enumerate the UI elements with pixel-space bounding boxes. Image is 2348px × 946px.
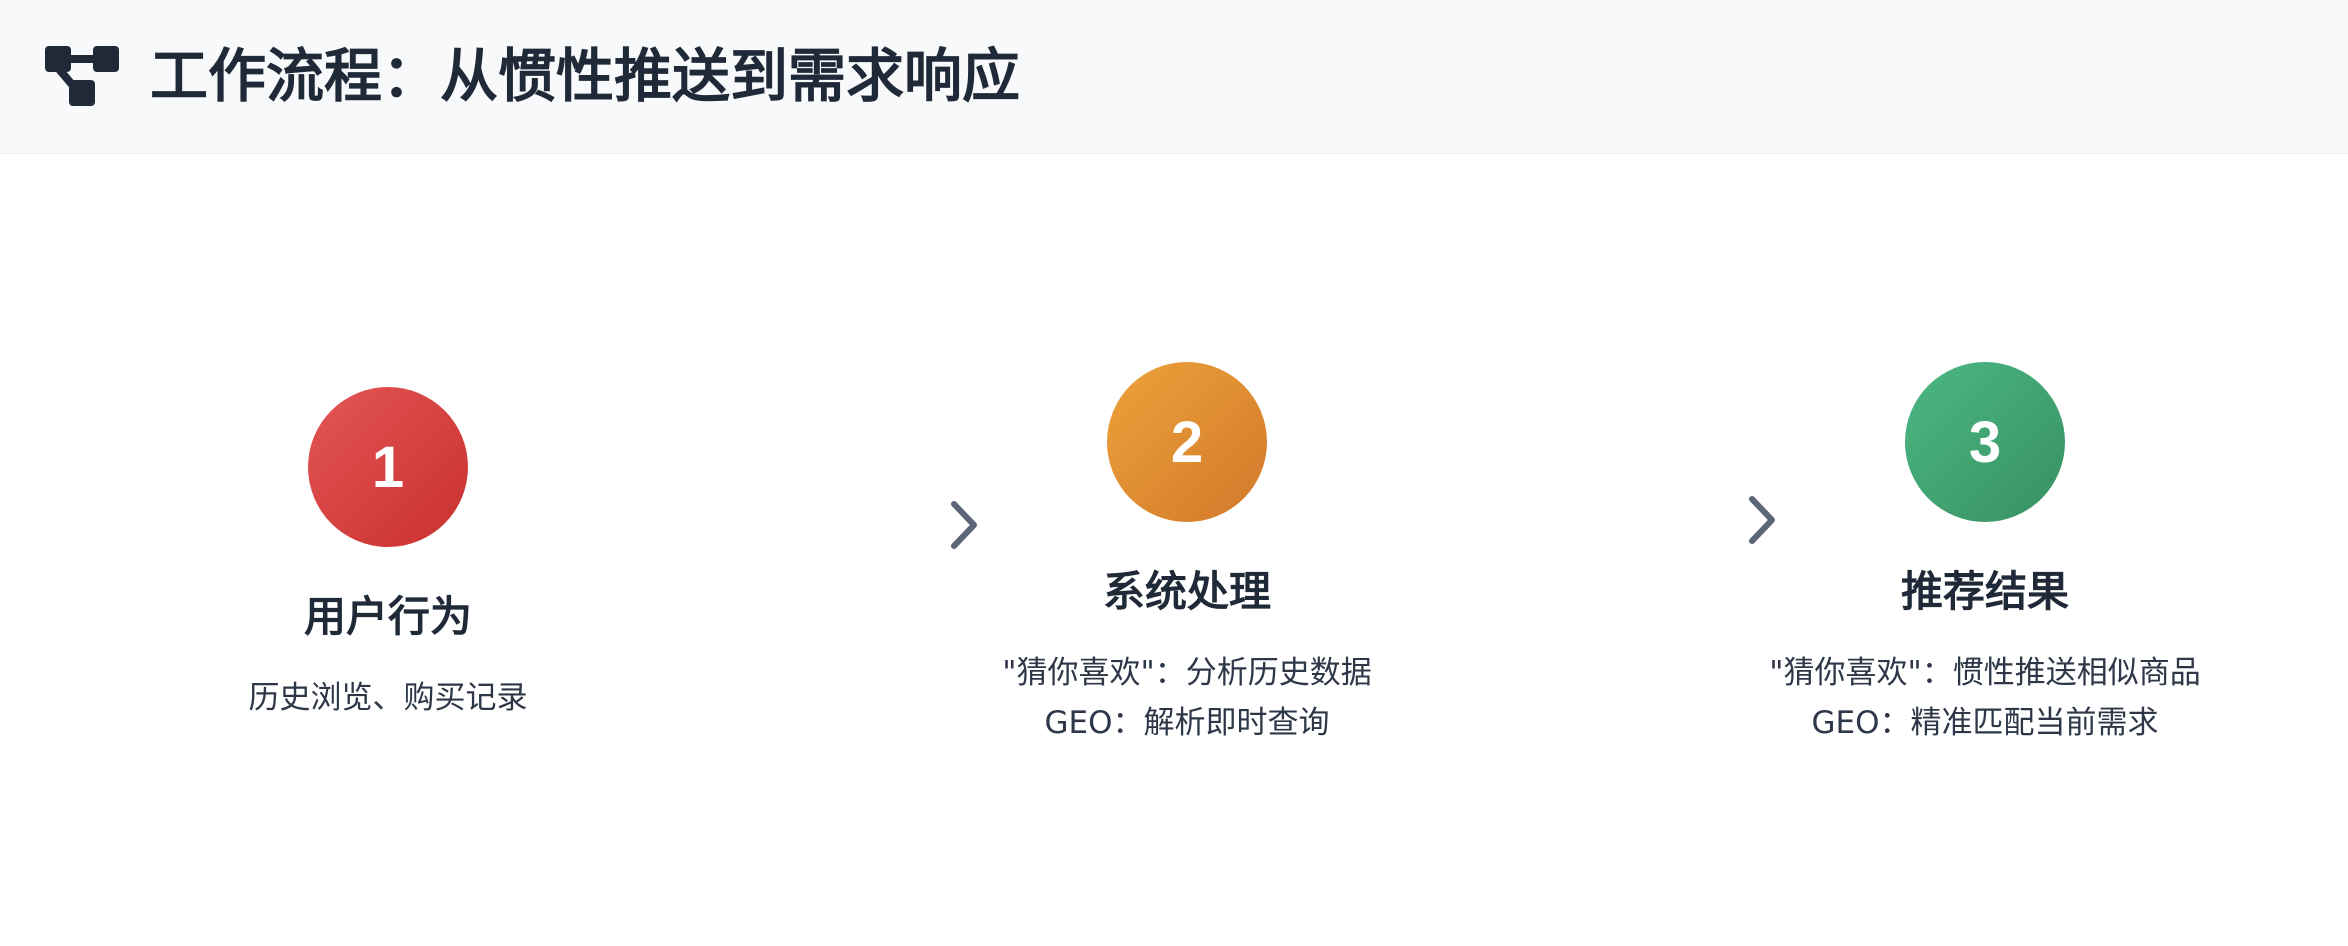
step-1-title: 用户行为 <box>303 592 472 641</box>
step-1-desc-line-1: 历史浏览、购买记录 <box>248 680 528 716</box>
step-1: 1 用户行为 历史浏览、购买记录 <box>128 387 648 723</box>
arrow-right-icon <box>490 501 977 549</box>
step-1-number-badge: 1 <box>308 387 468 547</box>
step-3-title: 推荐结果 <box>1900 567 2069 616</box>
arrow-right-icon <box>1288 496 1775 544</box>
step-2-title: 系统处理 <box>1102 567 1271 616</box>
step-3-description: "猜你喜欢"：惯性推送相似商品 GEO：精准匹配当前需求 <box>1725 648 2245 748</box>
step-3-number-badge: 3 <box>1905 362 2065 522</box>
step-2-desc-line-2: GEO：解析即时查询 <box>1044 705 1330 741</box>
step-2: 2 系统处理 "猜你喜欢"：分析历史数据 GEO：解析即时查询 <box>927 362 1447 748</box>
step-2-number-badge: 2 <box>1107 362 1267 522</box>
page-header: 工作流程：从惯性推送到需求响应 <box>0 0 2348 154</box>
step-2-desc-line-1: "猜你喜欢"：分析历史数据 <box>1002 655 1372 691</box>
step-3: 3 推荐结果 "猜你喜欢"：惯性推送相似商品 GEO：精准匹配当前需求 <box>1725 362 2245 748</box>
workflow-icon <box>45 46 119 106</box>
step-2-description: "猜你喜欢"：分析历史数据 GEO：解析即时查询 <box>927 648 1447 748</box>
step-1-description: 历史浏览、购买记录 <box>128 673 648 723</box>
step-3-desc-line-1: "猜你喜欢"：惯性推送相似商品 <box>1769 655 2201 691</box>
page-title: 工作流程：从惯性推送到需求响应 <box>150 42 1021 110</box>
step-3-desc-line-2: GEO：精准匹配当前需求 <box>1811 705 2159 741</box>
